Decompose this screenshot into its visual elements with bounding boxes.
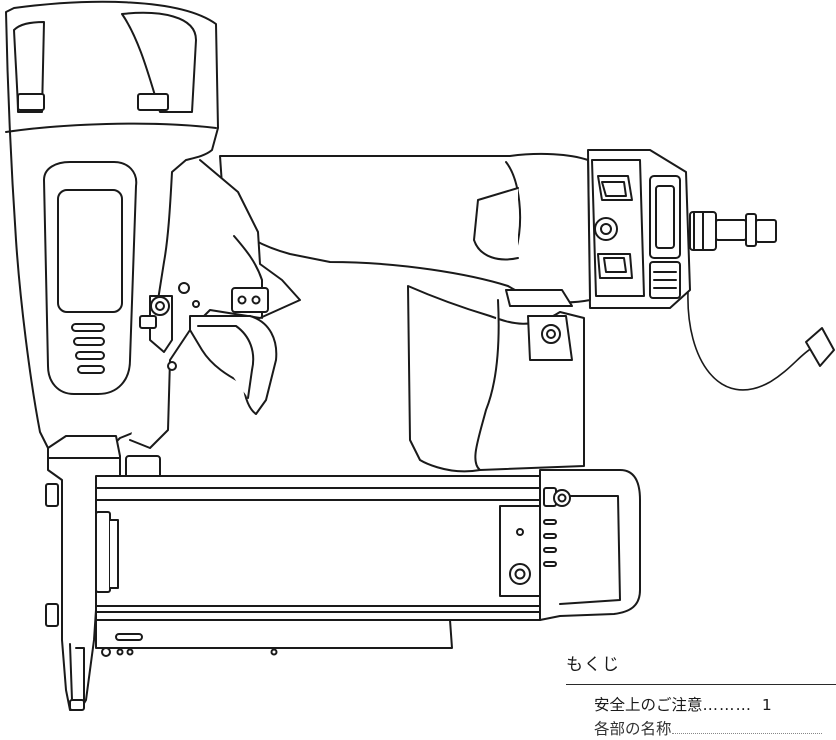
cord [687,291,813,391]
air-fitting [689,211,777,251]
toc-item-label: 各部の名称 [594,720,672,738]
trigger [189,287,278,415]
cord-cap [805,327,835,367]
magazine [95,469,641,657]
toc-item-label: 安全上のご注意 [594,696,703,714]
toc-item-safety[interactable]: 安全上のご注意……… 1 [594,694,836,716]
rear-cap [587,149,691,309]
cylinder-body [219,152,591,473]
toc-item-parts[interactable]: 各部の名称 [594,718,836,740]
toc-item-page: 1 [761,696,772,714]
adjuster-switch [139,295,200,371]
toc-divider [566,684,836,685]
toc-item-leader [671,721,822,734]
toc-item-leader: ……… [702,696,753,714]
toc-title: もくじ [566,655,620,675]
handle [5,0,301,449]
nose [45,435,161,711]
